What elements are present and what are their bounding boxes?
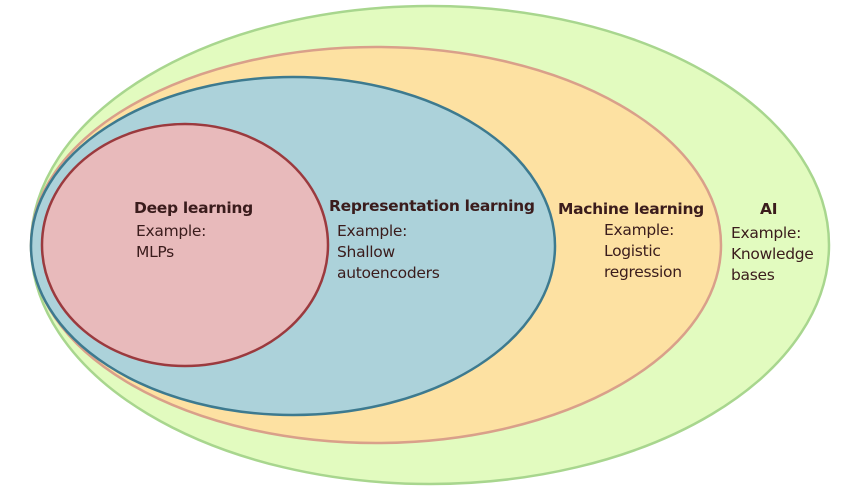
ai-label: AI Example: Knowledge bases (731, 199, 814, 286)
representation-learning-example-line-1: Shallow (337, 243, 395, 261)
representation-learning-label: Representation learning Example: Shallow… (329, 196, 535, 284)
machine-learning-label: Machine learning Example: Logistic regre… (558, 199, 704, 283)
deep-learning-example: MLPs (136, 243, 174, 261)
machine-learning-example-label: Example: (604, 221, 675, 239)
ai-example-label: Example: (731, 224, 802, 242)
deep-learning-title: Deep learning (134, 199, 253, 217)
machine-learning-example-line-1: Logistic (604, 242, 661, 260)
representation-learning-example-line-2: autoencoders (337, 264, 440, 282)
deep-learning-ellipse (40, 122, 330, 368)
deep-learning-label: Deep learning Example: MLPs (134, 198, 253, 263)
representation-learning-example-label: Example: (337, 222, 408, 240)
ai-example-line-2: bases (731, 266, 775, 284)
ai-example-line-1: Knowledge (731, 245, 814, 263)
machine-learning-title: Machine learning (558, 200, 704, 218)
representation-learning-title: Representation learning (329, 197, 535, 215)
deep-learning-example-label: Example: (136, 222, 207, 240)
machine-learning-example-line-2: regression (604, 263, 682, 281)
ai-title: AI (760, 200, 778, 218)
